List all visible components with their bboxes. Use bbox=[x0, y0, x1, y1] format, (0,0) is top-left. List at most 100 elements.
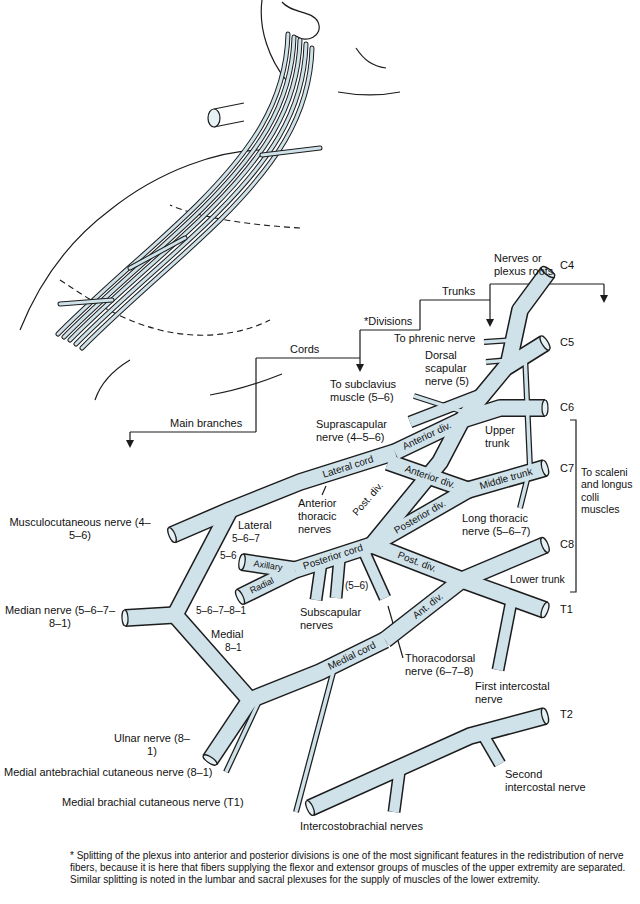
nerve-label: Ulnar nerve (8–1) bbox=[110, 732, 194, 758]
band-label: Post. div. bbox=[396, 550, 437, 574]
fiber-number: 5–6 bbox=[220, 550, 237, 562]
muscle-label: To scaleni and longus colli muscles bbox=[581, 466, 637, 516]
nerve-outline bbox=[498, 598, 512, 670]
nerve-outline bbox=[372, 545, 462, 580]
shoulder-sketch bbox=[70, 40, 300, 340]
level-bracket bbox=[489, 284, 490, 320]
fiber-number: 5–6–7 bbox=[232, 533, 260, 545]
root-label: C4 bbox=[560, 259, 574, 272]
level-bracket bbox=[356, 364, 364, 372]
nerve-label: To subclavius muscle (5–6) bbox=[330, 378, 408, 404]
shoulder-sketch bbox=[208, 109, 220, 127]
nerve-outline bbox=[175, 615, 250, 700]
nerve-outline bbox=[310, 716, 545, 808]
fiber-number: 8–1 bbox=[225, 642, 242, 654]
level-bracket bbox=[126, 440, 134, 448]
band-label: Medial cord bbox=[327, 640, 378, 672]
root-label: T2 bbox=[560, 708, 573, 721]
level-bracket bbox=[486, 319, 494, 327]
shoulder-sketch bbox=[210, 374, 282, 395]
nerve-fill bbox=[310, 716, 545, 808]
shoulder-sketch bbox=[20, 0, 400, 400]
nerve-fill bbox=[125, 272, 548, 812]
nerve-end bbox=[538, 335, 552, 352]
nerve-end bbox=[234, 588, 246, 605]
root-label: C5 bbox=[560, 336, 574, 349]
shoulder-sketch bbox=[60, 300, 112, 304]
fiber-number: 5–6–7–8–1 bbox=[196, 605, 246, 617]
band-label: Middle trunk bbox=[478, 467, 533, 492]
nerve-label: Anterior thoracic nerves bbox=[298, 497, 350, 536]
root-label: C7 bbox=[560, 462, 574, 475]
nerve-label: Median nerve (5–6–7–8–1) bbox=[4, 604, 116, 630]
root-label: Lateral bbox=[238, 519, 272, 532]
shoulder-sketch bbox=[70, 40, 300, 340]
shoulder-sketch bbox=[95, 360, 130, 400]
shoulder-sketch bbox=[356, 48, 386, 68]
shoulder-sketch bbox=[82, 48, 312, 348]
shoulder-sketch bbox=[82, 48, 312, 348]
nerve-fill bbox=[520, 355, 530, 508]
nerve-label: Suprascapular nerve (4–5–6) bbox=[316, 418, 398, 444]
band-label: Axillary bbox=[253, 559, 283, 572]
part-label: Upper trunk bbox=[485, 424, 525, 450]
band-label: Ant. div. bbox=[411, 591, 445, 621]
shoulder-sketch bbox=[64, 37, 294, 337]
nerve-fill bbox=[372, 545, 462, 580]
nerve-end bbox=[238, 554, 246, 571]
band-label: Posterior div. bbox=[393, 498, 448, 535]
band-label: Anterior div. bbox=[403, 464, 456, 491]
root-label: C8 bbox=[560, 538, 574, 551]
shoulder-sketch bbox=[64, 37, 294, 337]
nerve-fill bbox=[372, 490, 468, 545]
nerve-label: Second intercostal nerve bbox=[505, 768, 595, 794]
shoulder-sketch bbox=[338, 92, 400, 95]
root-label: C6 bbox=[560, 401, 574, 414]
root-label: T1 bbox=[560, 603, 573, 616]
leader-line bbox=[322, 486, 326, 495]
shoulder-sketch bbox=[82, 48, 312, 348]
level-heading: Cords bbox=[290, 343, 319, 356]
nerve-end bbox=[539, 601, 550, 618]
nerve-fill bbox=[462, 408, 545, 420]
nerve-end bbox=[540, 459, 550, 476]
nerve-fill bbox=[385, 580, 462, 640]
nerve-end bbox=[122, 610, 129, 626]
shoulder-sketch bbox=[130, 238, 185, 268]
nerve-outline bbox=[250, 640, 385, 700]
nerve-outline bbox=[240, 570, 295, 597]
band-label: Anterior div. bbox=[401, 420, 453, 452]
shoulder-sketch bbox=[262, 148, 320, 155]
nerve-end bbox=[542, 400, 548, 416]
nerve-end bbox=[166, 526, 178, 543]
nerve-label: Musculocutaneous nerve (4–5–6) bbox=[4, 516, 156, 542]
level-heading: Trunks bbox=[442, 285, 475, 298]
nerve-outline bbox=[462, 408, 545, 420]
nerve-label: Dorsal scapular nerve (5) bbox=[425, 349, 479, 388]
nerve-label: Medial brachial cutaneous nerve (T1) bbox=[62, 796, 244, 809]
nerve-fill bbox=[175, 510, 230, 615]
band-label: Posterior cord bbox=[302, 543, 364, 572]
shoulder-sketch bbox=[64, 37, 294, 337]
nerve-outline bbox=[125, 615, 175, 618]
nerve-fill bbox=[125, 615, 175, 618]
shoulder-sketch bbox=[130, 238, 185, 268]
nerve-outline bbox=[520, 355, 530, 508]
nerve-fill bbox=[175, 615, 250, 700]
band-label: Lateral cord bbox=[321, 454, 374, 479]
nerve-label: Intercostobrachial nerves bbox=[300, 820, 423, 833]
nerve-fill bbox=[172, 452, 395, 535]
nerve-label: First intercostal nerve bbox=[475, 680, 571, 706]
shoulder-sketch bbox=[170, 205, 300, 228]
nerve-label: Thoracodorsal nerve (6–7–8) bbox=[405, 652, 485, 678]
level-heading: Nerves or plexus roots bbox=[494, 252, 566, 278]
nerve-end bbox=[304, 799, 316, 816]
nerve-outline bbox=[172, 452, 395, 535]
nerve-fill bbox=[498, 598, 512, 670]
shoulder-sketch bbox=[60, 300, 112, 304]
level-bracket bbox=[600, 295, 608, 303]
nerve-fill bbox=[462, 343, 545, 420]
level-heading: Main branches bbox=[170, 417, 242, 430]
footnote: * Splitting of the plexus into anterior … bbox=[70, 850, 630, 886]
